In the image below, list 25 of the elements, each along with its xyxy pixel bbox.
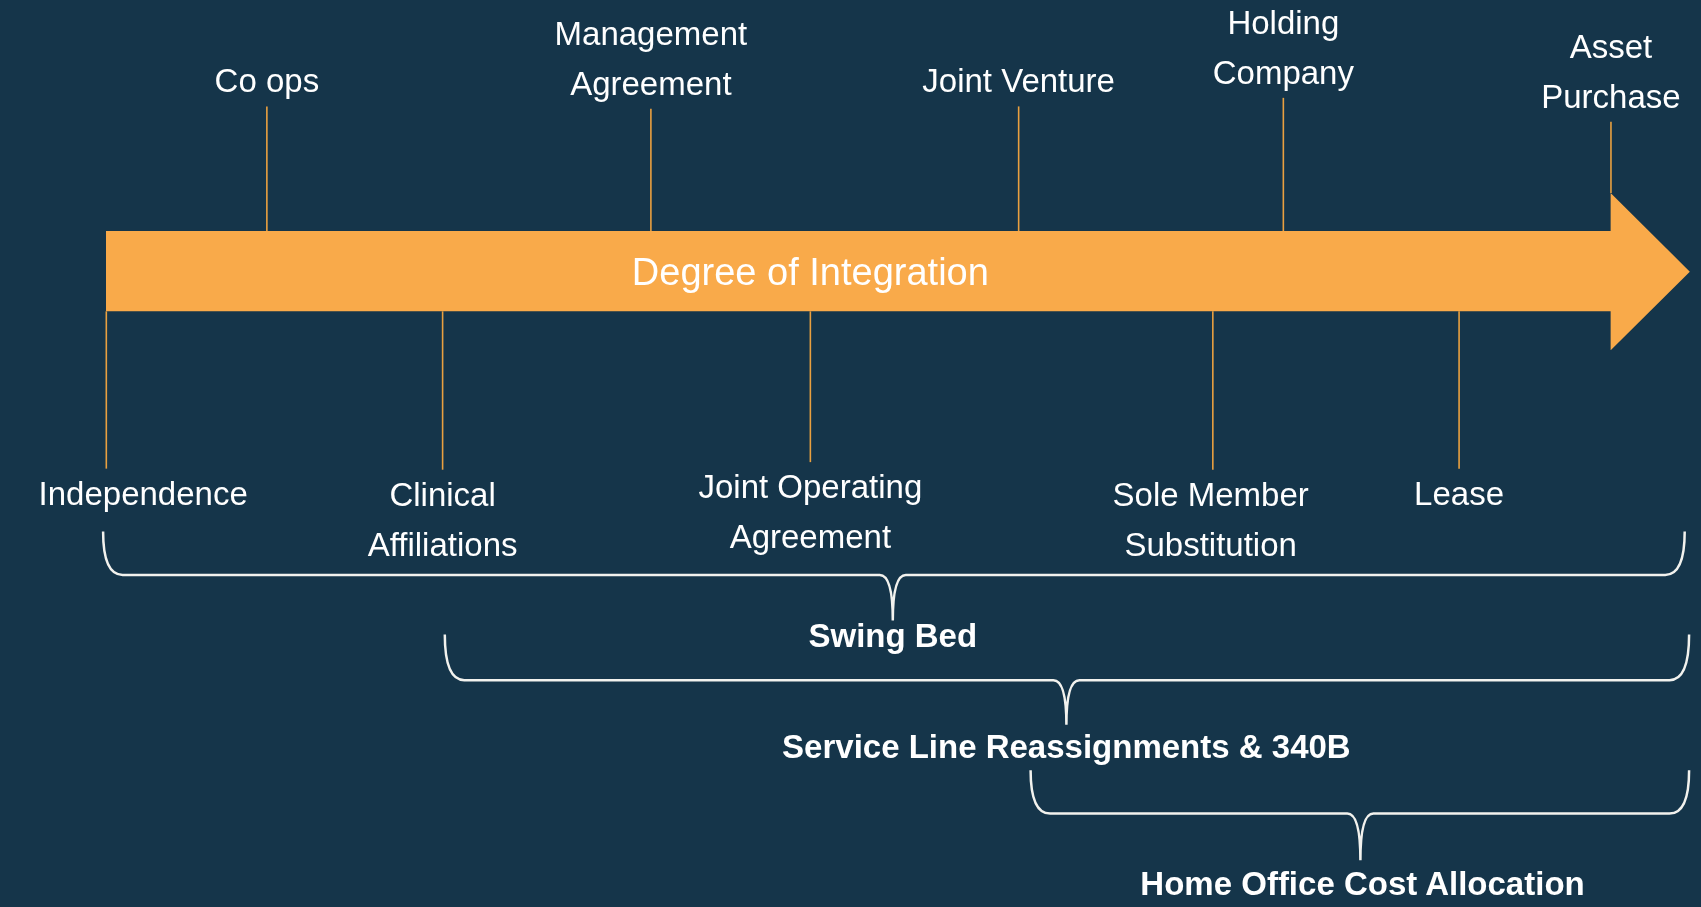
leader-line [1458,310,1460,470]
stage-label: Joint Venture [855,56,1182,107]
leader-line [809,310,812,463]
leader-line [1282,97,1285,232]
arrow-label: Degree of Integration [631,250,989,294]
integration-arrow [106,193,1691,351]
stage-label: Joint Operating Agreement [658,462,963,563]
stage-label: Asset Purchase [1529,21,1693,122]
stage-label: Management Agreement [515,8,787,109]
leader-line [650,107,652,232]
bracket-label: Swing Bed [808,616,978,657]
leader-line [266,105,268,232]
leader-line [441,310,444,471]
stage-label: Independence [0,468,306,519]
stage-label: Lease [1350,468,1568,519]
stage-label: Holding Company [1180,0,1387,98]
leader-line [105,310,108,470]
leader-line [1610,120,1612,194]
stage-label: Sole Member Substitution [1080,469,1341,570]
leader-line [1017,105,1020,232]
leader-line [1212,310,1214,471]
stage-label: Co ops [158,56,376,107]
bracket-label: Service Line Reassignments & 340B [782,726,1351,767]
bracket-label: Home Office Cost Allocation [1140,863,1585,904]
stage-label: Clinical Affiliations [334,469,552,570]
